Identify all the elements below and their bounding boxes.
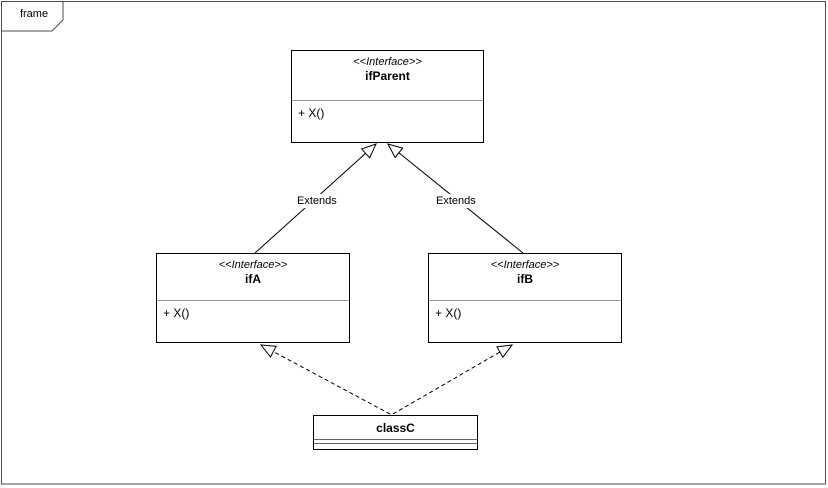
node-ifParent-name: ifParent: [365, 69, 410, 83]
node-ifB-name: ifB: [517, 272, 533, 286]
node-ifA[interactable]: <<Interface>> ifA + X(): [156, 253, 350, 343]
node-ifB-header: <<Interface>> ifB: [429, 254, 621, 301]
node-ifA-stereotype: <<Interface>>: [218, 259, 288, 271]
node-ifB-stereotype: <<Interface>>: [490, 259, 560, 271]
node-classC-methods-compartment: [314, 444, 477, 448]
frame-label: frame: [19, 8, 49, 20]
node-classC-attributes-compartment: [314, 440, 477, 444]
node-ifParent-header: <<Interface>> ifParent: [292, 51, 483, 101]
edge-classC-realizes-ifA: [259, 344, 391, 415]
node-ifA-name: ifA: [245, 272, 261, 286]
edge-label-extends-right: Extends: [434, 194, 478, 208]
node-ifA-header: <<Interface>> ifA: [157, 254, 349, 301]
node-classC[interactable]: classC: [313, 415, 478, 450]
node-ifB[interactable]: <<Interface>> ifB + X(): [428, 253, 622, 343]
node-ifParent[interactable]: <<Interface>> ifParent + X(): [291, 50, 484, 143]
node-ifParent-stereotype: <<Interface>>: [353, 56, 422, 68]
node-ifB-method: + X(): [435, 306, 462, 320]
node-classC-name: classC: [314, 416, 477, 440]
node-ifParent-method: + X(): [298, 106, 325, 120]
node-ifA-method: + X(): [163, 306, 190, 320]
frame-label-tab: [1, 1, 64, 32]
edge-label-extends-left: Extends: [295, 194, 339, 208]
edge-classC-realizes-ifB: [392, 344, 514, 415]
